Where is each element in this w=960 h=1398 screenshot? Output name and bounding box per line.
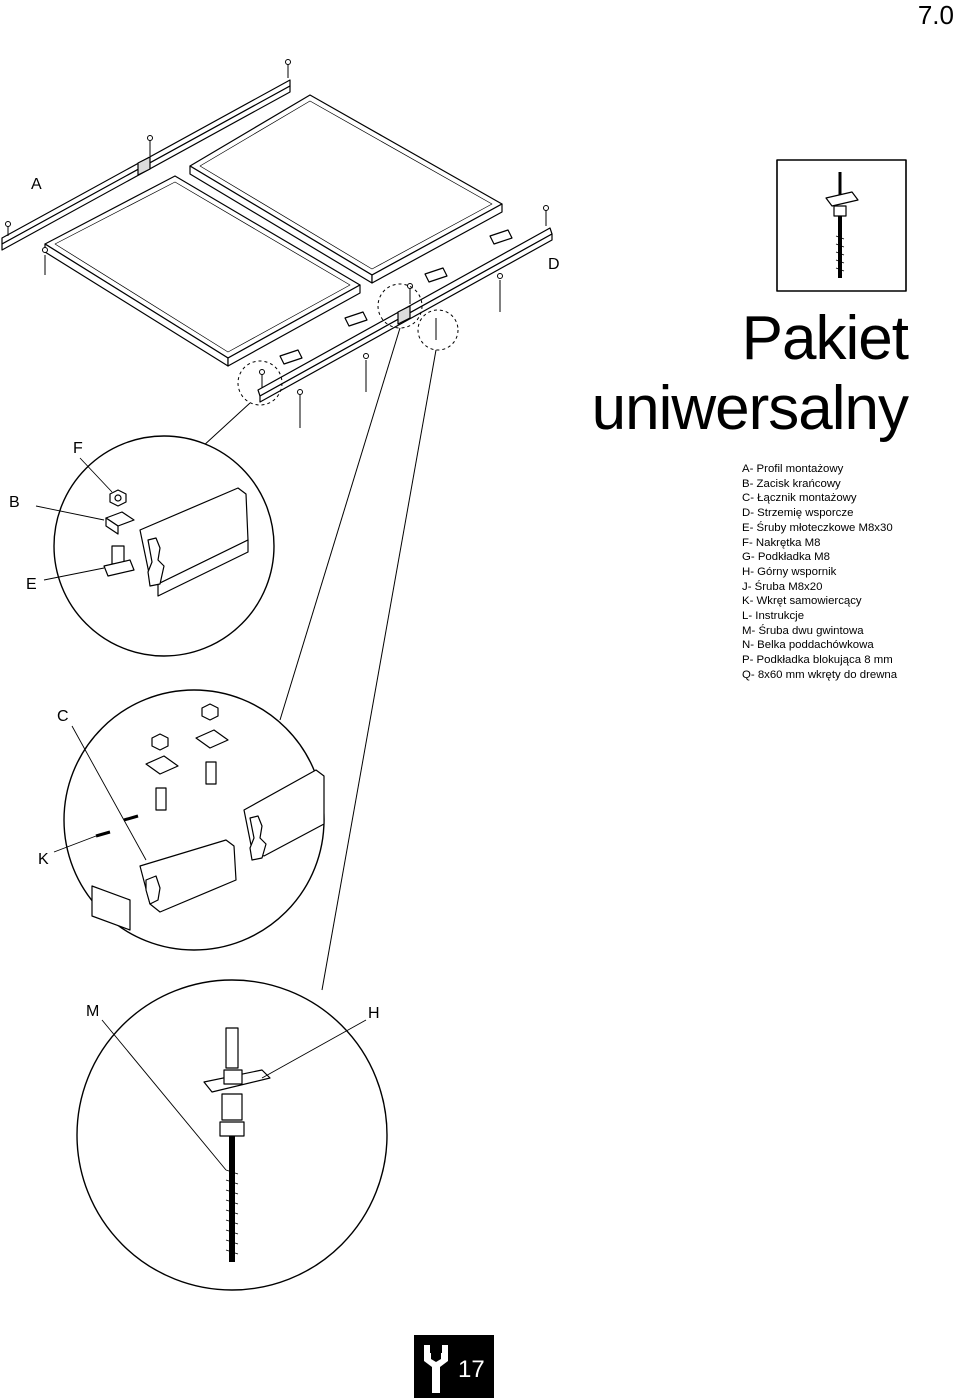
callout-k: K	[38, 851, 49, 868]
callout-h: H	[368, 1005, 380, 1022]
solar-panel-left	[44, 175, 361, 367]
legend-item: J- Śruba M8x20	[742, 580, 823, 593]
roof-hook-brackets	[279, 229, 513, 365]
callout-d: D	[548, 256, 560, 273]
legend-item: P- Podkładka blokująca 8 mm	[742, 654, 893, 667]
legend-item: C- Łącznik montażowy	[742, 492, 857, 505]
detail-circle-mid-clamp	[63, 689, 325, 951]
legend-item: G- Podkładka M8	[742, 551, 830, 564]
page-title-line-2: uniwersalny	[591, 374, 909, 443]
callout-c: C	[57, 708, 69, 725]
legend-item: F- Nakrętka M8	[742, 536, 821, 549]
footer-page-number: 17	[458, 1356, 485, 1383]
callout-f: F	[73, 440, 83, 457]
detail-markers	[237, 283, 459, 406]
detail-circle-end-clamp	[53, 435, 275, 657]
legend-item: E- Śruby młoteczkowe M8x30	[742, 521, 893, 534]
footer-page-badge: 17	[414, 1335, 494, 1398]
wrench-icon	[424, 1345, 448, 1393]
callout-leaders	[35, 457, 367, 1171]
detail-circle-hanger-bolt	[76, 979, 388, 1291]
section-number: 7.0	[917, 0, 954, 30]
legend-item: A- Profil montażowy	[742, 463, 844, 475]
legend-item: N- Belka poddachówkowa	[742, 639, 874, 652]
exploded-fasteners	[5, 59, 549, 428]
legend-item: Q- 8x60 mm wkręty do drewna	[742, 668, 898, 681]
page-title-line-1: Pakiet	[741, 304, 909, 373]
parts-legend: A- Profil montażowy B- Zacisk krańcowy C…	[742, 462, 956, 683]
callout-e: E	[26, 576, 37, 593]
solar-panel-right	[189, 94, 503, 284]
legend-item: H- Górny wspornik	[742, 565, 837, 578]
callout-b: B	[9, 494, 20, 511]
inset-hanger-bolt	[776, 159, 907, 292]
legend-item: M- Śruba dwu gwintowa	[742, 624, 864, 637]
legend-item: K- Wkręt samowiercący	[742, 595, 862, 608]
legend-item: L- Instrukcje	[742, 610, 805, 623]
mounting-rail-lower	[257, 227, 553, 403]
legend-item: B- Zacisk krańcowy	[742, 477, 841, 490]
legend-item: D- Strzemię wsporcze	[742, 507, 854, 520]
mounting-rail-upper	[1, 79, 291, 251]
callout-m: M	[86, 1003, 100, 1020]
callout-a: A	[31, 176, 42, 193]
